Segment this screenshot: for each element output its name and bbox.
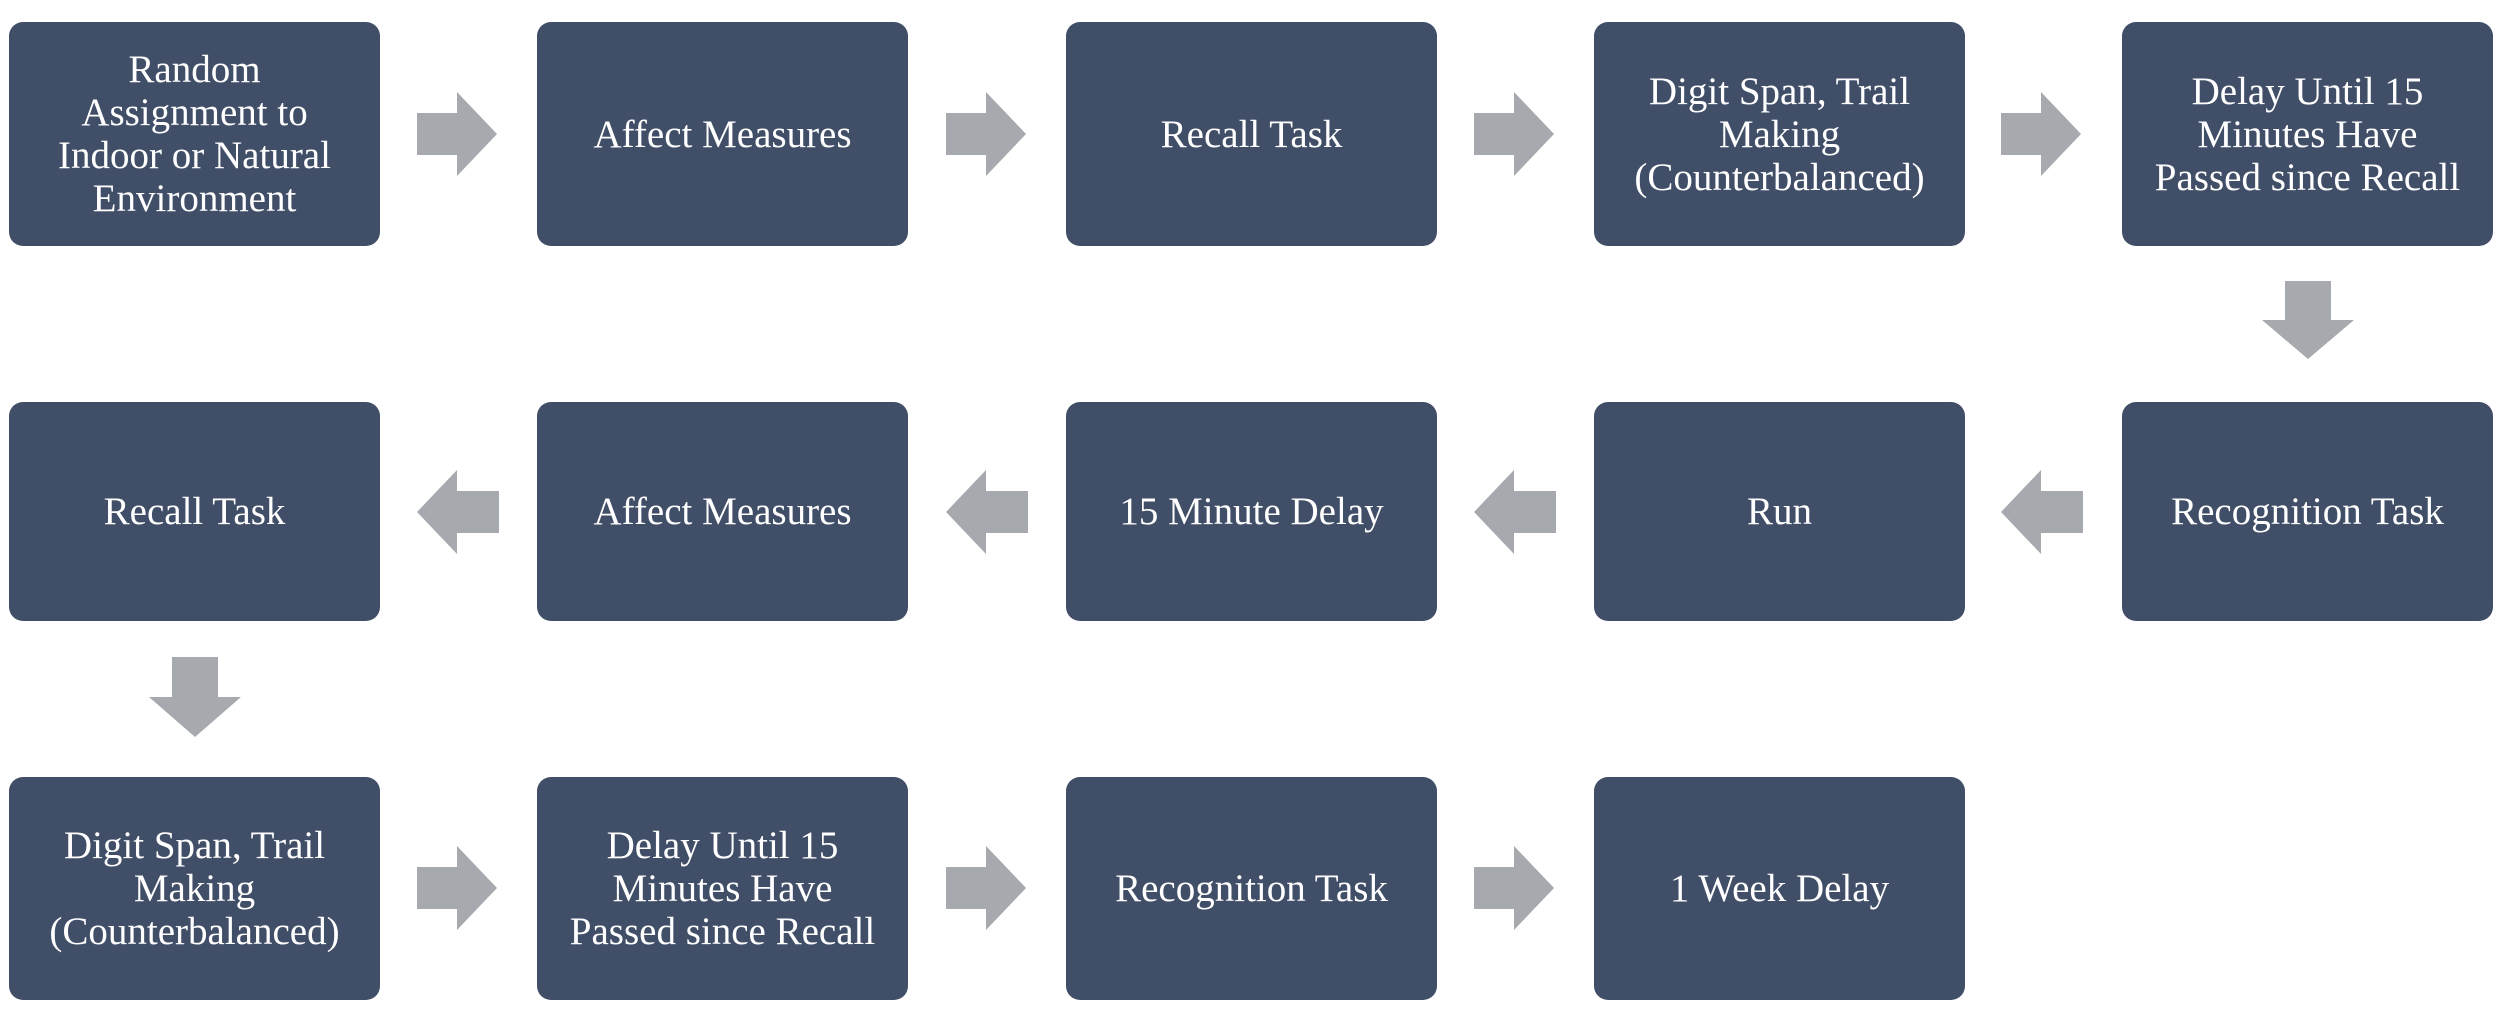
arrow-right-icon bbox=[1474, 846, 1554, 930]
arrow-down-icon bbox=[2262, 281, 2354, 359]
step-label: Recognition Task bbox=[2171, 490, 2444, 533]
step-random-assignment: Random Assignment to Indoor or Natural E… bbox=[9, 22, 380, 246]
arrow-left-icon bbox=[1474, 470, 1556, 554]
step-label: Run bbox=[1746, 490, 1812, 533]
arrow-right-icon bbox=[946, 92, 1026, 176]
step-1-week-delay: 1 Week Delay bbox=[1594, 777, 1965, 1000]
step-label: Affect Measures bbox=[593, 112, 852, 156]
step-recall-task-2: Recall Task bbox=[9, 402, 380, 621]
step-label: Random Assignment to Indoor or Natural E… bbox=[58, 48, 331, 220]
step-digit-span-2: Digit Span, Trail Making (Counterbalance… bbox=[9, 777, 380, 1000]
step-label: Delay Until 15 Minutes Have Passed since… bbox=[569, 824, 876, 953]
step-15-minute-delay: 15 Minute Delay bbox=[1066, 402, 1437, 621]
step-label: Recall Task bbox=[103, 490, 286, 533]
step-label: 1 Week Delay bbox=[1669, 867, 1890, 910]
step-label: Digit Span, Trail Making (Counterbalance… bbox=[1634, 69, 1925, 199]
step-label: Digit Span, Trail Making (Counterbalance… bbox=[49, 824, 340, 953]
step-label: Recognition Task bbox=[1115, 867, 1388, 910]
step-delay-until-1: Delay Until 15 Minutes Have Passed since… bbox=[2122, 22, 2493, 246]
arrow-right-icon bbox=[946, 846, 1026, 930]
step-affect-measures-2: Affect Measures bbox=[537, 402, 908, 621]
step-delay-until-2: Delay Until 15 Minutes Have Passed since… bbox=[537, 777, 908, 1000]
step-recognition-task-2: Recognition Task bbox=[1066, 777, 1437, 1000]
arrow-right-icon bbox=[417, 846, 497, 930]
step-label: Delay Until 15 Minutes Have Passed since… bbox=[2154, 69, 2461, 199]
arrow-down-icon bbox=[149, 657, 241, 737]
step-run: Run bbox=[1594, 402, 1965, 621]
step-label: 15 Minute Delay bbox=[1119, 490, 1384, 533]
step-digit-span-1: Digit Span, Trail Making (Counterbalance… bbox=[1594, 22, 1965, 246]
step-recognition-task-1: Recognition Task bbox=[2122, 402, 2493, 621]
step-affect-measures-1: Affect Measures bbox=[537, 22, 908, 246]
arrow-right-icon bbox=[2001, 92, 2081, 176]
arrow-left-icon bbox=[2001, 470, 2083, 554]
arrow-right-icon bbox=[1474, 92, 1554, 176]
step-label: Recall Task bbox=[1160, 112, 1343, 156]
step-recall-task-1: Recall Task bbox=[1066, 22, 1437, 246]
arrow-left-icon bbox=[417, 470, 499, 554]
arrow-left-icon bbox=[946, 470, 1028, 554]
step-label: Affect Measures bbox=[593, 490, 852, 533]
arrow-right-icon bbox=[417, 92, 497, 176]
